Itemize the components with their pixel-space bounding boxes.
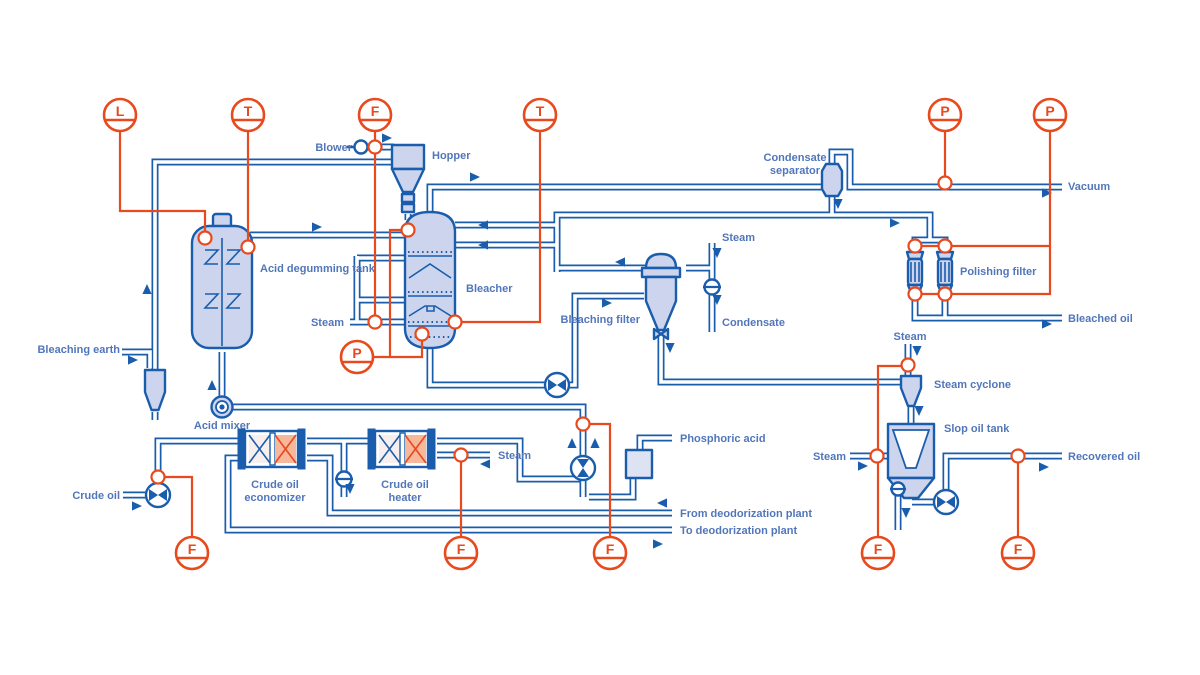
- label-acid-mixer: Acid mixer: [194, 420, 251, 432]
- instrument-letter: P: [352, 345, 361, 361]
- bleacher-vessel: [403, 210, 457, 350]
- instrument-letter: L: [116, 103, 125, 119]
- slop-oil-tank: [886, 422, 936, 500]
- tap-heater-steam: [453, 447, 469, 463]
- tap-filter2-inlet: [937, 238, 953, 254]
- label-condensate-separator-1: Condensate: [764, 152, 827, 164]
- tap-recovered-line: [1010, 448, 1026, 464]
- label-bleaching-earth: Bleaching earth: [37, 344, 120, 356]
- instrument-lines: [118, 131, 1052, 537]
- label-bleacher: Bleacher: [466, 283, 513, 295]
- label-blower: Blower: [315, 142, 352, 154]
- tap-steam-line: [367, 314, 383, 330]
- label-steam-filter: Steam: [722, 232, 755, 244]
- label-economizer-1: Crude oil: [251, 479, 299, 491]
- label-recovered-oil: Recovered oil: [1068, 451, 1140, 463]
- instrument-temp-tank: T: [230, 97, 266, 133]
- instrument-taps: [150, 139, 1026, 485]
- acid-degumming-tank: [190, 212, 254, 350]
- label-slop-oil-tank: Slop oil tank: [944, 423, 1010, 435]
- instrument-pressure-vacuum: P: [927, 97, 963, 133]
- tap-level-tank: [197, 230, 213, 246]
- label-steam-slop: Steam: [813, 451, 846, 463]
- tap-bleacher-top: [400, 222, 416, 238]
- label-heater-2: heater: [388, 492, 422, 504]
- label-steam-heater: Steam: [498, 450, 531, 462]
- instrument-letter: F: [457, 541, 466, 557]
- dosing-pump: [569, 454, 597, 482]
- instrument-flow-heater-steam: F: [443, 535, 479, 571]
- filter-steam-valve: [703, 278, 721, 296]
- instrument-flow-conveying: F: [357, 97, 393, 133]
- label-bleached-oil: Bleached oil: [1068, 313, 1133, 325]
- tap-vacuum-line: [937, 175, 953, 191]
- instrument-temp-bleacher: T: [522, 97, 558, 133]
- tap-temp-tank: [240, 239, 256, 255]
- instrument-pressure-polishing: P: [1032, 97, 1068, 133]
- tap-bleacher-bottom: [414, 326, 430, 342]
- instrument-flow-crude: F: [174, 535, 210, 571]
- instrument-letter: T: [244, 103, 253, 119]
- label-polishing-filter: Polishing filter: [960, 266, 1037, 278]
- instrument-pressure-bleacher: P: [339, 339, 375, 375]
- tap-dosing-line: [575, 416, 591, 432]
- instrument-letter: F: [1014, 541, 1023, 557]
- instruments: L T F T P P P F: [102, 97, 1068, 571]
- exchanger-drain-valve: [335, 470, 353, 488]
- label-condensate-separator-2: separator: [770, 165, 821, 177]
- tap-blower-line: [367, 139, 383, 155]
- instrument-level-tank: L: [102, 97, 138, 133]
- label-condensate: Condensate: [722, 317, 785, 329]
- label-economizer-2: economizer: [244, 492, 306, 504]
- crude-oil-pump: [144, 481, 172, 509]
- label-acid-degumming-tank: Acid degumming tank: [260, 263, 376, 275]
- tap-filter2-outlet: [937, 286, 953, 302]
- tap-filter1-inlet: [907, 238, 923, 254]
- acid-mixer: [210, 395, 234, 419]
- bleaching-earth-hopper: [143, 368, 167, 412]
- tap-bleacher-right: [447, 314, 463, 330]
- label-phosphoric-acid: Phosphoric acid: [680, 433, 766, 445]
- label-steam-cyclone: Steam cyclone: [934, 379, 1011, 391]
- bleaching-filter: [640, 252, 682, 341]
- slop-oil-pump: [932, 488, 960, 516]
- tap-cyclone-steam: [900, 357, 916, 373]
- crude-oil-heater: [367, 428, 436, 470]
- instrument-flow-dosing: F: [592, 535, 628, 571]
- label-crude-oil: Crude oil: [72, 490, 120, 502]
- instrument-letter: F: [606, 541, 615, 557]
- label-bleaching-filter: Bleaching filter: [561, 314, 641, 326]
- tap-slop-steam: [869, 448, 885, 464]
- label-steam-bleacher: Steam: [311, 317, 344, 329]
- label-hopper: Hopper: [432, 150, 471, 162]
- label-steam-cyclone-feed: Steam: [893, 331, 926, 343]
- phosphoric-acid-tank: [624, 448, 654, 480]
- hopper: [390, 143, 426, 214]
- steam-cyclone: [899, 374, 923, 408]
- instrument-letter: F: [874, 541, 883, 557]
- pipe-cores: [122, 145, 1062, 532]
- instrument-flow-recovered: F: [1000, 535, 1036, 571]
- label-from-deodorization: From deodorization plant: [680, 508, 812, 520]
- label-vacuum: Vacuum: [1068, 181, 1110, 193]
- bleacher-discharge-pump: [543, 371, 571, 399]
- instrument-letter: T: [536, 103, 545, 119]
- tap-crude-line: [150, 469, 166, 485]
- crude-oil-economizer: [237, 428, 306, 470]
- instrument-letter: F: [371, 103, 380, 119]
- label-heater-1: Crude oil: [381, 479, 429, 491]
- tap-filter1-outlet: [907, 286, 923, 302]
- instrument-letter: F: [188, 541, 197, 557]
- instrument-letter: P: [940, 103, 949, 119]
- label-to-deodorization: To deodorization plant: [680, 525, 797, 537]
- condensate-separator: [820, 162, 844, 198]
- slop-drain-valve: [890, 481, 906, 497]
- labels: Blower Hopper Acid degumming tank Bleach…: [37, 142, 1140, 537]
- instrument-flow-slop-steam: F: [860, 535, 896, 571]
- instrument-letter: P: [1045, 103, 1054, 119]
